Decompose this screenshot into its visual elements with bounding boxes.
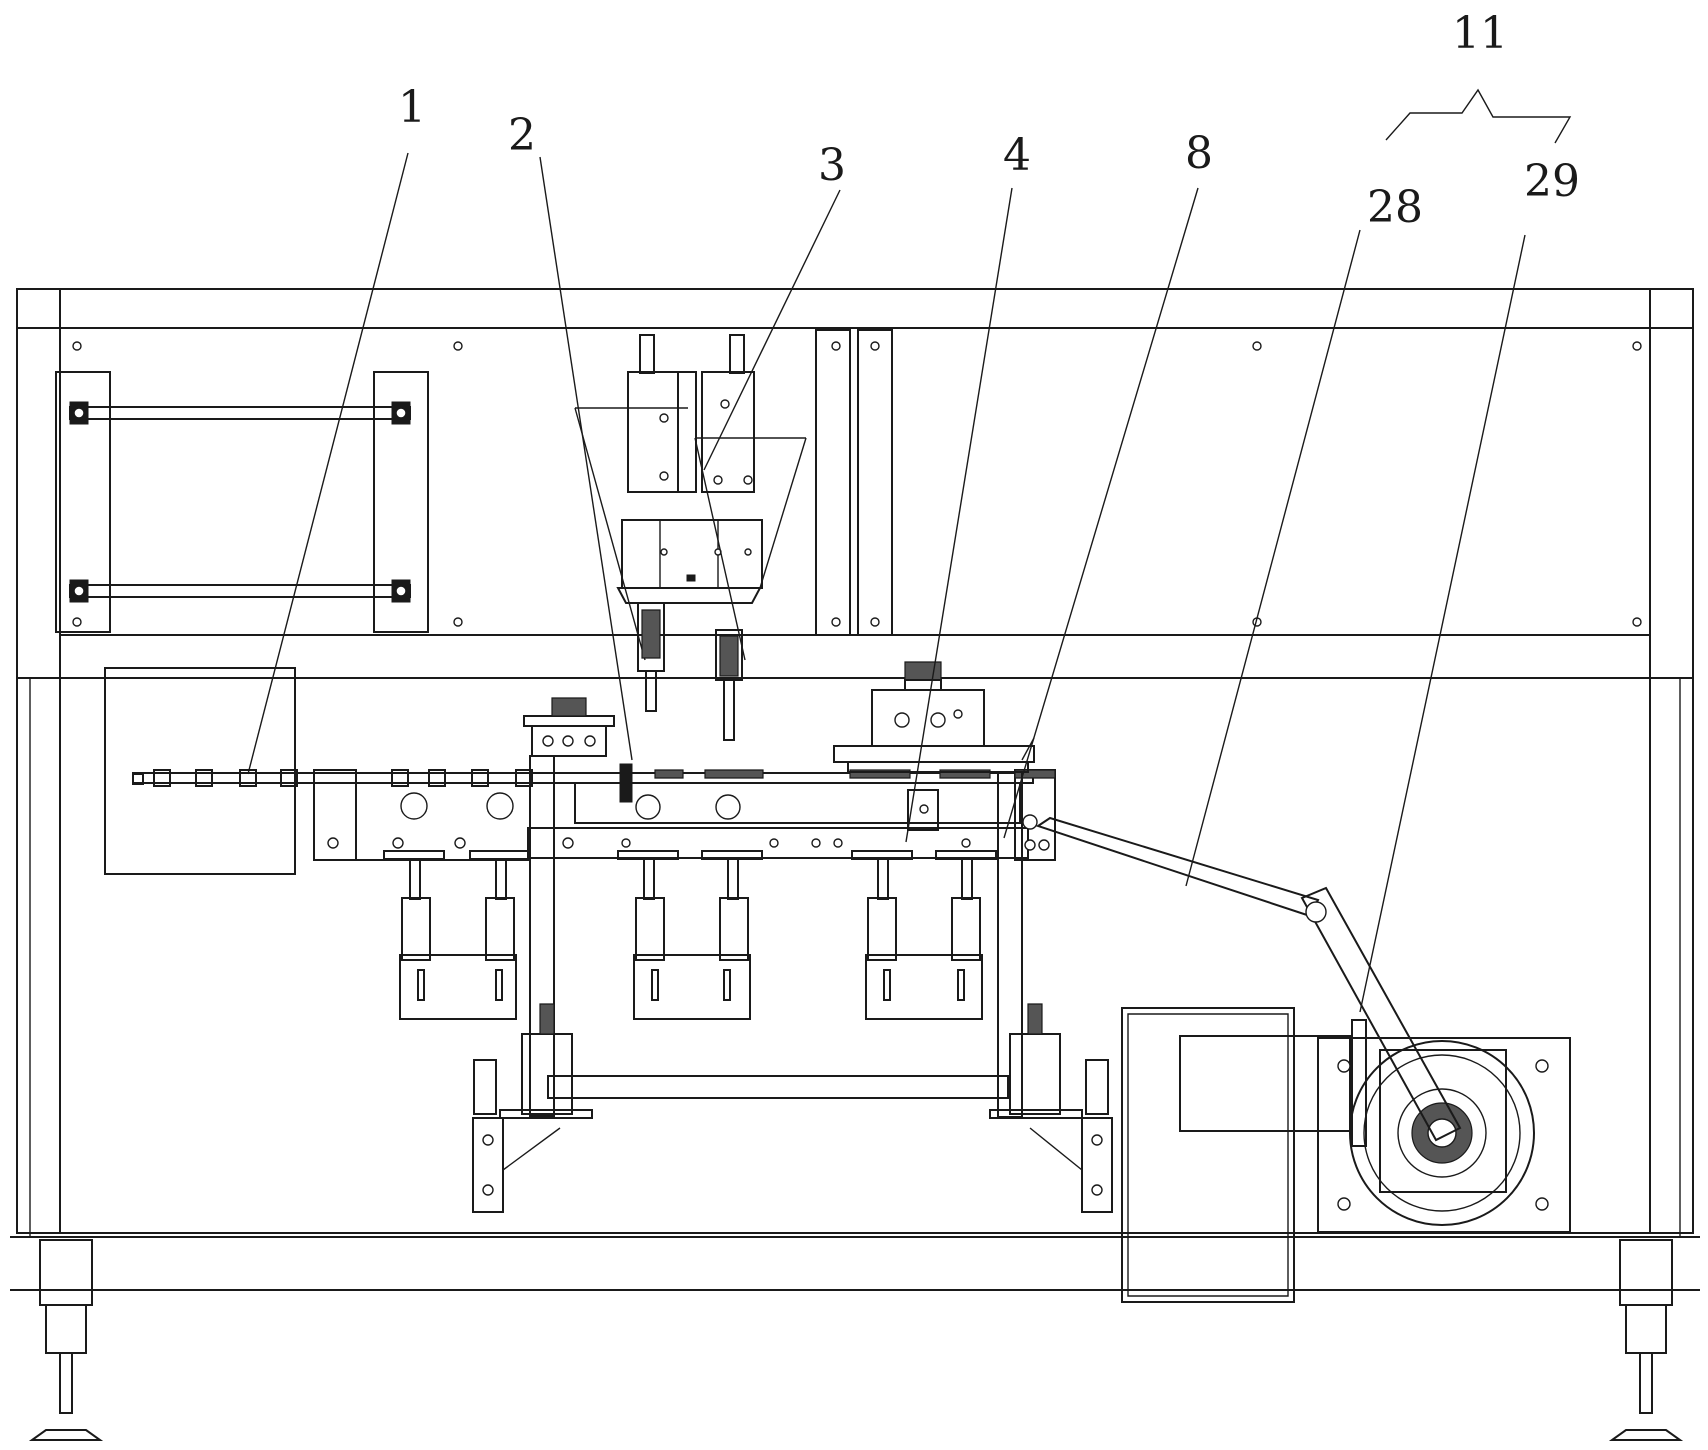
feet <box>32 1240 1680 1440</box>
support-columns <box>530 756 1022 1117</box>
label-2: 2 <box>508 110 536 161</box>
label-1: 1 <box>398 82 426 133</box>
upper-left-bracket <box>56 372 428 632</box>
lower-fixtures <box>384 851 996 1019</box>
clamp-block-left <box>524 698 614 756</box>
label-29: 29 <box>1524 156 1580 207</box>
clamp-block-right <box>834 662 1034 830</box>
vertical-guide-plates <box>816 330 892 635</box>
swing-arm <box>1038 818 1460 1140</box>
label-11: 11 <box>1452 8 1508 59</box>
bottom-shaft-assembly <box>473 1004 1112 1212</box>
control-box <box>1122 1008 1350 1302</box>
upper-cylinder-assembly <box>575 335 806 740</box>
label-3: 3 <box>818 140 846 191</box>
label-28: 28 <box>1367 182 1423 233</box>
label-4: 4 <box>1003 130 1031 181</box>
motor-drive <box>1318 1020 1570 1232</box>
label-8: 8 <box>1185 128 1213 179</box>
